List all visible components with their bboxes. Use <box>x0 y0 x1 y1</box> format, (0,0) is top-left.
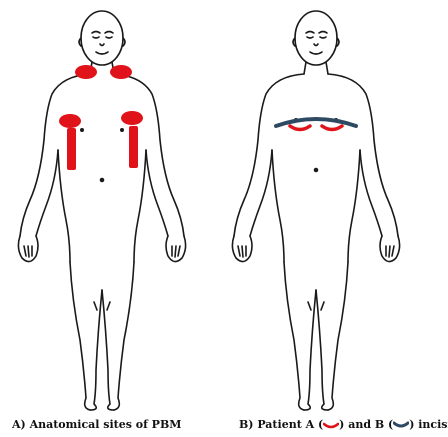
left-arm-outer <box>20 74 90 236</box>
head <box>81 11 123 65</box>
left-arm-inner <box>36 150 58 236</box>
caption-b-middle: ) and B ( <box>339 418 393 431</box>
nose-mouth <box>310 44 322 54</box>
pbm-site-left-axilla <box>59 114 81 128</box>
panel-b-body-outline <box>224 0 448 415</box>
caption-panel-b: B) Patient A ( ) and B ( ) incision <box>239 418 448 432</box>
knees <box>94 302 110 310</box>
eyes <box>307 37 326 38</box>
patient-b-incision-legend-icon <box>393 421 409 430</box>
pbm-site-right-axilla <box>121 111 143 125</box>
left-fingers <box>238 246 246 257</box>
right-arm-outer <box>328 74 398 236</box>
incision-patient-a-left <box>290 126 310 130</box>
neck <box>304 62 328 74</box>
left-fingers <box>24 246 32 257</box>
panel-a-body-outline <box>0 0 224 415</box>
left-arm-outer <box>234 74 304 236</box>
patient-a-incision-legend-icon <box>323 421 339 430</box>
left-torso <box>272 150 284 262</box>
body-outline <box>18 11 185 410</box>
navel <box>315 169 318 172</box>
caption-a-text: A) Anatomical sites of PBM <box>12 418 181 431</box>
right-arm-inner <box>360 150 382 236</box>
pbm-site-right-shoulder <box>110 65 132 79</box>
right-leg-outer <box>114 262 134 410</box>
right-nipple <box>121 129 123 131</box>
left-leg-outer <box>284 262 304 410</box>
left-arm-inner <box>250 150 272 236</box>
left-nipple <box>81 129 83 131</box>
eyes <box>93 37 112 38</box>
knees <box>308 302 324 310</box>
head <box>295 11 337 65</box>
pbm-sites <box>59 65 143 170</box>
right-leg-outer <box>328 262 348 410</box>
eyebrows <box>92 32 113 34</box>
pbm-site-left-shoulder <box>75 65 97 79</box>
incision-patient-a-right <box>322 126 342 130</box>
right-fingers <box>386 246 394 257</box>
caption-b-suffix: ) incision <box>409 418 448 431</box>
eyebrows <box>306 32 327 34</box>
left-leg-outer <box>70 262 90 410</box>
pbm-site-right-chest-wall <box>129 126 138 168</box>
navel <box>101 179 104 182</box>
caption-panel-a: A) Anatomical sites of PBM <box>12 418 181 432</box>
pbm-site-left-chest-wall <box>67 128 76 170</box>
right-arm-outer <box>114 74 184 236</box>
body-outline <box>232 11 399 410</box>
right-torso <box>348 150 360 262</box>
incision-patient-b <box>276 119 356 126</box>
right-arm-inner <box>146 150 168 236</box>
right-fingers <box>172 246 180 257</box>
nose-mouth <box>96 44 108 54</box>
caption-b-prefix: B) Patient A ( <box>239 418 323 431</box>
